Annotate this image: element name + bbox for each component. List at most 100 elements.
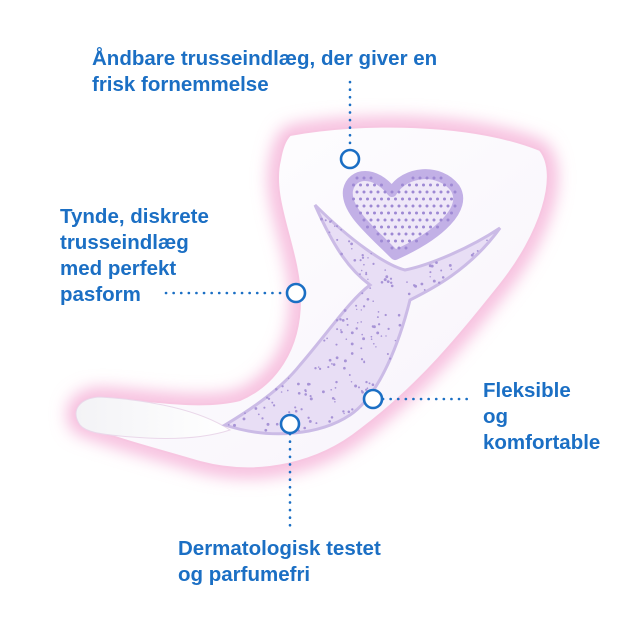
texture-dot [346, 317, 349, 321]
heart-texture-dot [425, 218, 429, 222]
heart-texture-dot [415, 183, 418, 187]
texture-dot [244, 412, 246, 415]
texture-dot [343, 359, 347, 363]
texture-dot [361, 391, 364, 394]
texture-dot [362, 305, 366, 308]
heart-texture-dot [418, 190, 422, 194]
heart-texture-dot [383, 232, 387, 236]
callout-derm-line-2: og parfumefri [178, 563, 311, 586]
texture-dot [281, 385, 284, 388]
texture-dot [370, 252, 372, 255]
texture-dot [355, 327, 358, 330]
texture-dot [384, 269, 387, 271]
texture-dot [318, 367, 322, 371]
texture-dot [340, 228, 343, 231]
texture-dot [367, 257, 369, 259]
heart-texture-dot [443, 197, 446, 201]
texture-dot [242, 417, 246, 421]
texture-dot [363, 361, 366, 364]
heart-texture-dot [432, 204, 436, 208]
heart-texture-dot [425, 176, 429, 180]
texture-dot [363, 263, 365, 266]
heart-texture-dot [453, 204, 457, 208]
texture-dot [309, 397, 313, 401]
texture-dot [358, 386, 360, 389]
texture-dot [441, 276, 445, 279]
texture-dot [360, 347, 363, 350]
heart-texture-dot [366, 183, 369, 187]
heart-texture-dot [369, 218, 373, 222]
heart-texture-dot [411, 218, 415, 222]
texture-dot [275, 388, 278, 391]
texture-dot [472, 252, 475, 255]
texture-dot [470, 253, 474, 257]
texture-dot [342, 410, 345, 413]
texture-dot [428, 264, 432, 268]
heart-texture-dot [436, 197, 439, 201]
texture-dot [350, 352, 354, 355]
callout-flexible-line-1: Fleksible [483, 379, 571, 402]
heart-texture-dot [376, 190, 380, 194]
callout-thin-line-3: med perfekt [60, 257, 177, 280]
texture-dot [288, 411, 291, 414]
texture-dot [372, 262, 375, 265]
texture-dot [361, 254, 364, 257]
texture-dot [233, 423, 236, 427]
heart-texture-dot [366, 211, 369, 215]
texture-dot [370, 335, 373, 338]
callout-flexible-line-3: komfortable [483, 431, 601, 454]
heart-texture-dot [429, 197, 432, 201]
texture-dot [386, 352, 389, 356]
texture-dot [348, 374, 351, 376]
heart-texture-dot [387, 225, 390, 229]
heart-texture-dot [425, 190, 429, 194]
texture-dot [361, 292, 364, 295]
heart-texture-dot [383, 204, 387, 208]
texture-dot [429, 276, 431, 278]
heart-texture-dot [401, 239, 404, 243]
heart-texture-dot [429, 211, 432, 215]
heart-texture-dot [439, 190, 443, 194]
callout-thin-line-1: Tynde, diskrete [60, 205, 209, 228]
heart-texture-dot [373, 225, 376, 229]
texture-dot [264, 428, 268, 432]
heart-texture-dot [408, 197, 411, 201]
heart-texture-dot [404, 246, 408, 250]
texture-dot [359, 259, 362, 262]
texture-dot [331, 397, 335, 400]
texture-dot [324, 219, 327, 222]
heart-texture-dot [408, 239, 411, 243]
heart-texture-dot [397, 232, 401, 236]
heart-texture-dot [411, 232, 415, 236]
texture-dot [334, 387, 337, 389]
heart-texture-dot [418, 232, 422, 236]
heart-texture-dot [397, 190, 401, 194]
texture-dot [336, 328, 339, 331]
texture-dot [343, 309, 347, 312]
texture-dot [375, 346, 377, 348]
heart-texture-dot [422, 225, 425, 229]
texture-dot [330, 416, 334, 419]
callout-thin: Tynde, diskrete trusseindlæg med perfekt… [60, 204, 209, 308]
texture-dot [350, 342, 354, 346]
texture-dot [320, 217, 323, 221]
texture-dot [335, 343, 338, 346]
callout-thin-line-2: trusseindlæg [60, 231, 189, 254]
heart-texture-dot [390, 204, 394, 208]
heart-texture-dot [397, 204, 401, 208]
heart-texture-dot [369, 204, 373, 208]
heart-texture-dot [422, 211, 425, 215]
heart-texture-dot [432, 218, 436, 222]
heart-texture-dot [436, 211, 439, 215]
texture-dot [332, 363, 336, 366]
heart-texture-dot [439, 218, 443, 222]
heart-texture-dot [404, 218, 408, 222]
texture-dot [448, 263, 452, 267]
texture-dot [450, 268, 453, 271]
texture-dot [294, 409, 298, 413]
heart-texture-dot [436, 183, 439, 187]
heart-texture-dot [390, 246, 394, 250]
texture-dot [365, 388, 368, 391]
texture-dot [271, 401, 274, 404]
callout-markers [279, 148, 384, 435]
